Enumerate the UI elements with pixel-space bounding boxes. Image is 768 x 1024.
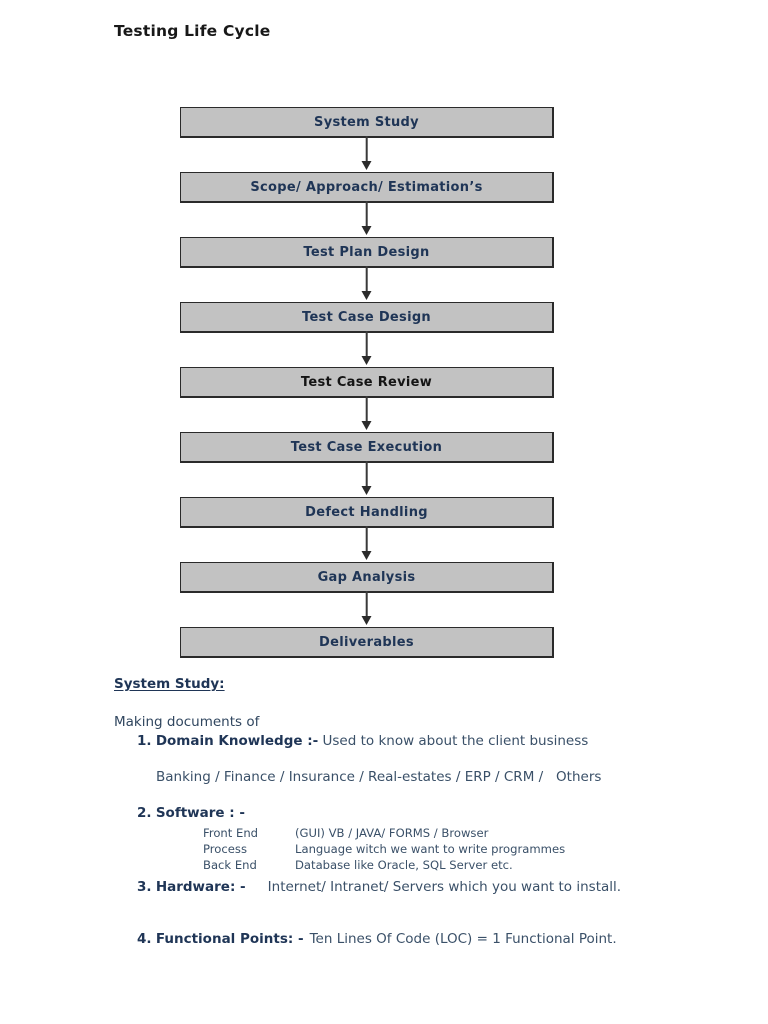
page-title: Testing Life Cycle: [114, 22, 271, 40]
software-row-value: Database like Oracle, SQL Server etc.: [295, 857, 513, 872]
testing-life-cycle-flowchart: System Study Scope/ Approach/ Estimation…: [180, 107, 554, 658]
section-heading-system-study: System Study:: [114, 676, 225, 692]
list-item-number: 4.: [137, 931, 152, 947]
flow-node-test-case-review[interactable]: Test Case Review: [180, 367, 554, 430]
software-detail-table: Front End (GUI) VB / JAVA/ FORMS / Brows…: [203, 826, 565, 874]
software-row-key: Process: [203, 841, 247, 856]
table-row: Back End Database like Oracle, SQL Serve…: [203, 858, 565, 874]
flow-node-scope-approach-estimations[interactable]: Scope/ Approach/ Estimation’s: [180, 172, 554, 235]
list-item-number: 3.: [137, 879, 152, 895]
list-item-software: 2. Software : -: [137, 805, 245, 821]
list-item-domain-knowledge: 1. Domain Knowledge :- Used to know abou…: [137, 733, 677, 749]
flow-arrow-down-icon: [361, 396, 372, 430]
software-row-key: Front End: [203, 826, 259, 840]
list-item-term: Functional Points: -: [155, 931, 304, 947]
flow-arrow-down-icon: [361, 201, 372, 235]
section-intro-text: Making documents of: [114, 714, 260, 730]
list-item-functional-points: 4. Functional Points: - Ten Lines Of Code…: [137, 931, 656, 949]
flow-node-test-case-execution[interactable]: Test Case Execution: [180, 432, 554, 495]
software-row-value: (GUI) VB / JAVA/ FORMS / Browser: [295, 826, 489, 840]
flow-arrow-down-icon: [361, 526, 372, 560]
table-row: Process Language witch we want to write …: [203, 842, 565, 858]
software-row-key: Back End: [203, 857, 257, 872]
table-row: Front End (GUI) VB / JAVA/ FORMS / Brows…: [203, 826, 565, 842]
flow-arrow-down-icon: [361, 136, 372, 170]
flow-node-test-case-design[interactable]: Test Case Design: [180, 302, 554, 365]
list-item-number: 2.: [137, 805, 152, 821]
flow-node-label: Deliverables: [319, 634, 414, 650]
list-item-number: 1.: [137, 733, 152, 749]
flow-node-deliverables[interactable]: Deliverables: [180, 627, 554, 658]
flow-arrow-down-icon: [361, 461, 372, 495]
flow-node-system-study[interactable]: System Study: [180, 107, 554, 170]
flow-node-gap-analysis[interactable]: Gap Analysis: [180, 562, 554, 625]
list-item-term: Hardware: -: [155, 879, 246, 895]
flow-node-label: Defect Handling: [305, 504, 428, 520]
list-item-hardware: 3. Hardware: - Internet/ Intranet/ Server…: [137, 879, 656, 897]
flow-node-label: System Study: [314, 114, 419, 130]
list-item-description: Used to know about the client business: [322, 733, 589, 749]
list-item-description: Internet/ Intranet/ Servers which you wa…: [267, 879, 622, 895]
list-item-term: Domain Knowledge :-: [155, 733, 319, 749]
flow-node-label: Test Case Design: [302, 309, 431, 325]
flow-arrow-down-icon: [361, 331, 372, 365]
software-row-value: Language witch we want to write programm…: [295, 841, 566, 856]
flow-node-test-plan-design[interactable]: Test Plan Design: [180, 237, 554, 300]
flow-arrow-down-icon: [361, 266, 372, 300]
domain-knowledge-examples: Banking / Finance / Insurance / Real-est…: [156, 769, 602, 785]
flow-node-label: Scope/ Approach/ Estimation’s: [250, 179, 483, 195]
list-item-term: Software : -: [155, 805, 245, 821]
flow-node-label: Test Case Execution: [290, 439, 443, 455]
flow-node-label: Test Case Review: [300, 374, 433, 390]
flow-arrow-down-icon: [361, 591, 372, 625]
list-item-description: Ten Lines Of Code (LOC) = 1 Functional P…: [309, 931, 617, 947]
flow-node-label: Test Plan Design: [303, 244, 430, 260]
flow-node-defect-handling[interactable]: Defect Handling: [180, 497, 554, 560]
flow-node-label: Gap Analysis: [317, 569, 416, 585]
